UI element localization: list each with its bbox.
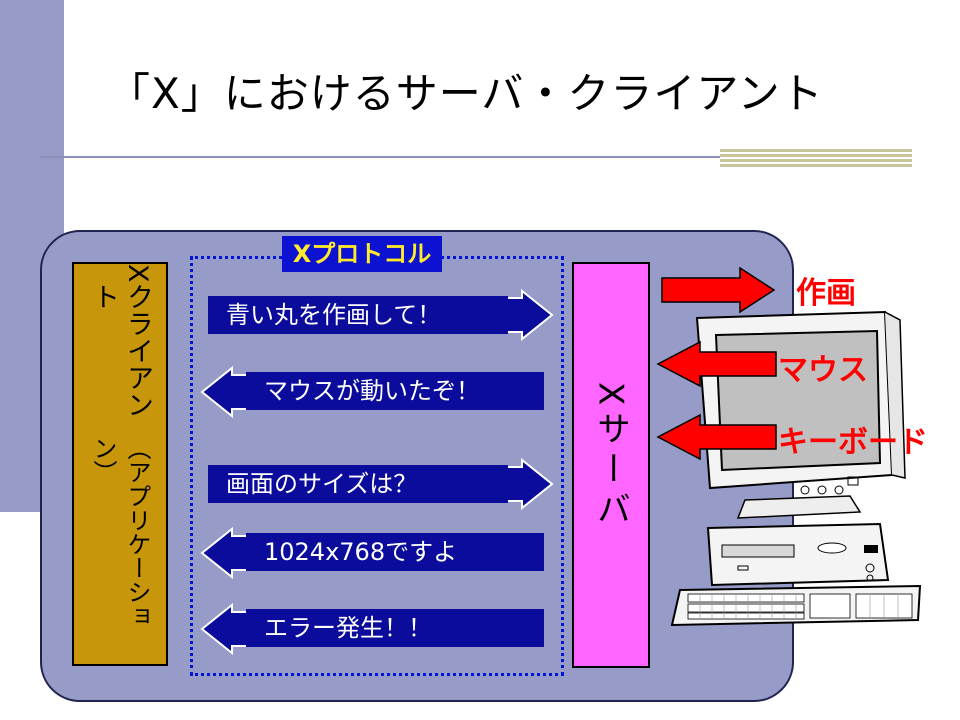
message-2: マウスが動いたぞ！ — [246, 372, 544, 410]
title-divider — [40, 156, 912, 158]
x-server-label: Xサーバ — [590, 382, 631, 532]
arrow-right-1 — [505, 288, 554, 342]
title-divider-accent — [720, 149, 912, 167]
arrow-left-5 — [200, 602, 249, 656]
mouse-label: マウス — [778, 353, 868, 388]
x-protocol-label: Xプロトコル — [282, 236, 442, 272]
slide-title: 「X」におけるサーバ・クライアント — [108, 69, 824, 118]
keyboard-label: キーボード — [778, 425, 928, 460]
x-client-sublabel: （アプリケーション） — [89, 436, 151, 629]
message-4: 1024x768ですよ — [246, 533, 544, 571]
arrow-left-4 — [200, 526, 249, 580]
x-server-box: Xサーバ — [572, 262, 650, 668]
message-1: 青い丸を作画して！ — [208, 296, 508, 334]
message-5: エラー発生！！ — [246, 609, 544, 647]
message-3: 画面のサイズは？ — [208, 465, 508, 503]
draw-label: 作画 — [796, 276, 856, 311]
arrow-left-2 — [200, 365, 249, 419]
keyboard-arrow — [656, 413, 777, 461]
x-client-label-name: クライアント — [88, 282, 153, 418]
draw-arrow — [661, 266, 776, 314]
mouse-arrow — [656, 340, 777, 388]
x-client-label-x: X — [122, 264, 153, 283]
arrow-right-3 — [505, 457, 554, 511]
